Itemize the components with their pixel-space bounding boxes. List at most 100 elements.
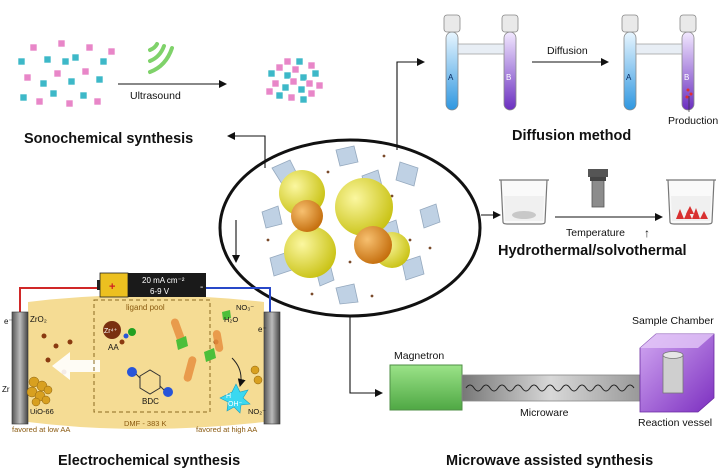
electrolyte-bath <box>28 295 264 429</box>
cube <box>23 73 32 82</box>
labels: Sonochemical synthesis Ultrasound Diffus… <box>2 45 718 469</box>
oh-label: OH⁻ <box>228 401 243 408</box>
h-tube-right <box>621 14 697 112</box>
connector-arrows <box>227 58 501 397</box>
ultrasound-label: Ultrasound <box>130 90 181 102</box>
cube <box>275 63 284 72</box>
yellow-sphere-3 <box>284 226 336 278</box>
diffusion-panel <box>443 14 697 112</box>
cube <box>299 73 308 82</box>
wire-red <box>19 287 100 312</box>
electrochemical-panel <box>11 272 281 429</box>
vessel-label: Reaction vessel <box>638 417 712 429</box>
microwave-panel <box>389 333 715 413</box>
tube-label-b-left: B <box>506 73 511 82</box>
wave-label: Microware <box>520 407 569 419</box>
ultrasound-icon <box>148 42 174 74</box>
cube <box>271 79 280 88</box>
waveguide <box>461 374 641 402</box>
cube <box>93 97 102 106</box>
cube <box>29 43 38 52</box>
white-arrow-left <box>52 352 100 380</box>
tube-label-a-left: A <box>448 73 454 82</box>
cube <box>265 87 274 96</box>
cube <box>61 57 70 66</box>
tube-label-a-right: A <box>626 73 632 82</box>
orange-sphere-1 <box>291 200 323 232</box>
uio-crystals <box>26 365 263 407</box>
cube <box>291 65 300 74</box>
battery-plus: + <box>109 281 115 293</box>
beaker-after <box>666 179 716 225</box>
zr4-ion <box>103 321 121 339</box>
battery-voltage: 6-9 V <box>150 287 170 296</box>
cube <box>289 77 298 86</box>
magnetron-label: Magnetron <box>394 350 444 362</box>
cube <box>275 91 284 100</box>
cube <box>267 69 276 78</box>
cube <box>295 57 304 66</box>
cube <box>81 67 90 76</box>
cube <box>17 57 26 66</box>
hydroxide-burst <box>219 383 251 414</box>
diffusion-label: Diffusion <box>547 45 588 57</box>
wave-line <box>465 384 635 392</box>
cube <box>281 83 290 92</box>
cube <box>307 61 316 70</box>
diffusion-title: Diffusion method <box>512 128 631 144</box>
electron-left: e⁻ <box>4 317 13 326</box>
battery-minus: - <box>200 282 203 293</box>
zr-label: Zr <box>2 385 10 394</box>
ligand-pool-label: ligand pool <box>126 303 165 312</box>
aa-label: AA <box>108 343 119 352</box>
cube <box>43 55 52 64</box>
high-aa-label: favored at high AA <box>196 425 257 434</box>
cube <box>311 69 320 78</box>
beaker-before <box>499 179 549 225</box>
sonochemical-title: Sonochemical synthesis <box>24 131 193 147</box>
arrow-to-sonochemical <box>227 132 266 168</box>
cube <box>67 77 76 86</box>
cube <box>299 95 308 104</box>
cube <box>57 39 66 48</box>
temperature-up-icon: ↑ <box>644 226 650 240</box>
production-label: Production <box>668 115 718 127</box>
low-aa-label: favored at low AA <box>12 425 70 434</box>
hydrothermal-title: Hydrothermal/solvothermal <box>498 243 687 259</box>
cube <box>79 91 88 100</box>
bdc-molecule <box>127 367 173 397</box>
dmf-label: DMF - 383 K <box>124 419 167 428</box>
cube <box>305 79 314 88</box>
cube <box>307 89 316 98</box>
arrow-to-microwave <box>349 316 383 397</box>
uio-label: UiO-66 <box>30 407 54 416</box>
bdc-label: BDC <box>142 397 159 406</box>
cube <box>19 93 28 102</box>
h-tube-left <box>443 14 519 111</box>
sample-chamber <box>639 333 715 413</box>
tube-label-b-right: B <box>684 73 689 82</box>
orange-sphere-2 <box>354 226 392 264</box>
orange-rods <box>170 318 224 382</box>
mof-structure <box>218 138 482 318</box>
battery <box>97 272 206 298</box>
cube <box>49 89 58 98</box>
cube <box>283 71 292 80</box>
reaction-arrow-right <box>231 357 246 387</box>
cube <box>71 53 80 62</box>
loose-cubes <box>17 39 116 108</box>
magnetron-box <box>389 364 463 411</box>
aa-molecule <box>123 328 136 339</box>
crystal-product <box>685 88 693 99</box>
cube <box>297 85 306 94</box>
chamber-label: Sample Chamber <box>632 315 714 327</box>
cube <box>65 99 74 108</box>
clustered-cubes <box>265 57 324 104</box>
green-flakes <box>176 310 231 362</box>
hydrothermal-panel <box>499 169 716 225</box>
red-crystals <box>676 206 708 219</box>
cube <box>287 93 296 102</box>
sonochemical-panel <box>17 39 324 108</box>
yellow-sphere-2 <box>335 178 393 236</box>
cube <box>85 43 94 52</box>
